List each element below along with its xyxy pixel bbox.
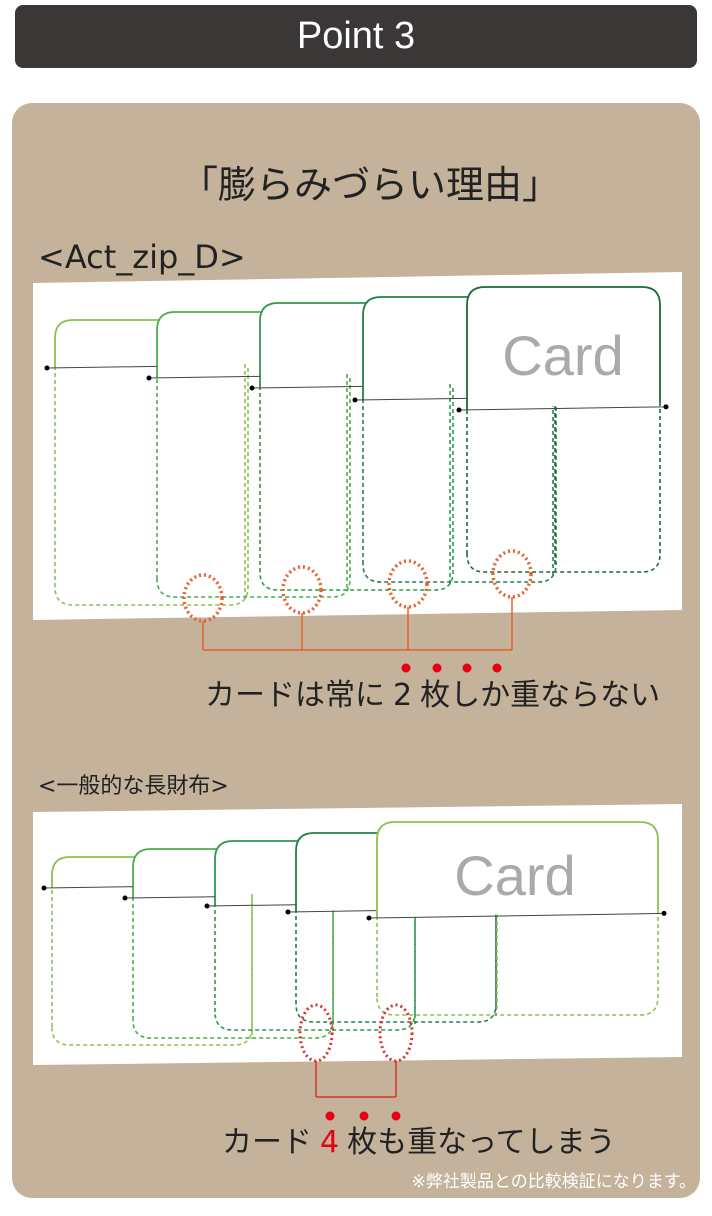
pocket-dot [456, 407, 462, 413]
pocket-dot [366, 915, 372, 921]
emphasis-dot [492, 663, 502, 673]
pocket-dot [352, 397, 358, 403]
pocket-dot [204, 903, 210, 909]
act-zip-cards [44, 286, 669, 606]
page-title: Point 3 [296, 15, 416, 57]
act-zip-label: <Act_zip_D> [38, 238, 246, 276]
pocket-line [354, 397, 468, 401]
emphasis-dot [391, 1111, 401, 1121]
emphasis-dot [359, 1111, 369, 1121]
emphasis-dot [432, 663, 442, 673]
pocket-dot [663, 404, 669, 410]
card-body-dashed [54, 368, 249, 606]
card-body-dashed [51, 888, 253, 1046]
footnote: ※弊社製品との比較検証になります。 [412, 1172, 696, 1192]
pocket-line [368, 912, 665, 919]
pocket-line [43, 886, 134, 889]
wallet-cards [41, 821, 667, 1046]
act-zip-overlaps [182, 549, 533, 651]
wallet-label: <一般的な長財布> [38, 774, 229, 799]
overlap-circle [182, 573, 224, 623]
emphasis-dot [401, 663, 411, 673]
card-body-dashed [466, 402, 661, 573]
card-label: Card [502, 324, 623, 387]
pocket-dot [285, 909, 291, 915]
pocket-line [46, 365, 158, 369]
pocket-dot [661, 910, 667, 916]
overlap-circle [491, 549, 533, 599]
title-bar: Point 3 [15, 5, 697, 68]
overlap-circle [387, 559, 429, 609]
section-heading: 「膨らみづらい理由」 [180, 163, 560, 207]
card-body-dashed [295, 904, 497, 1023]
emphasis-dot [462, 663, 472, 673]
pocket-dot [122, 895, 128, 901]
card-label: Card [454, 844, 575, 907]
pocket-line [148, 375, 261, 379]
card-tab [466, 286, 661, 410]
card-tab [376, 821, 659, 918]
card-body-dashed [132, 898, 334, 1039]
pocket-line [251, 385, 364, 389]
wallet-overlaps [298, 1003, 414, 1098]
card-body-dashed [362, 400, 557, 583]
card-body-dashed [156, 378, 351, 598]
overlap-circle [281, 565, 323, 615]
pocket-dot [249, 385, 255, 391]
emphasis-dots [401, 663, 502, 673]
pocket-line [206, 904, 297, 907]
card-body-dashed [259, 388, 454, 591]
emphasis-dots [325, 1111, 401, 1121]
pocket-dot [146, 375, 152, 381]
pocket-dot [41, 885, 47, 891]
emphasis-dot [325, 1111, 335, 1121]
pocket-line [124, 896, 216, 899]
card-body-dashed [376, 910, 659, 1016]
pocket-dot [44, 365, 50, 371]
card-body-dashed [214, 906, 416, 1031]
pocket-line [458, 406, 667, 411]
